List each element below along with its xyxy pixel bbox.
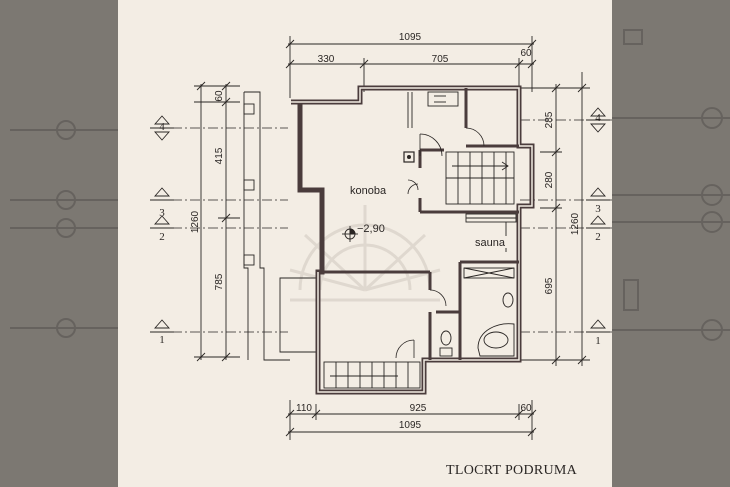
axis-label-2-right: 2	[595, 231, 601, 243]
drawing-sheet: 1095 330 705 60 110 925 60 1	[118, 0, 612, 487]
interior-walls	[322, 88, 519, 360]
room-label-konoba: konoba	[350, 185, 387, 197]
structural-column	[403, 151, 415, 163]
top-dimension-lines	[285, 36, 537, 98]
axis-label-4-left: 4	[159, 121, 165, 133]
left-dimension-lines	[194, 81, 240, 362]
door-swings	[395, 127, 485, 359]
bathroom-fixtures	[439, 267, 515, 357]
room-label-sauna: sauna	[475, 237, 506, 249]
staircase-upper	[445, 151, 515, 205]
paper-background	[118, 0, 612, 487]
right-dim-seg2: 280	[544, 171, 555, 188]
axis-label-1-right: 1	[595, 335, 601, 347]
level-marker	[342, 226, 358, 242]
bottom-dim-seg2: 925	[410, 403, 427, 414]
left-dim-seg2: 415	[214, 147, 225, 164]
right-dimension-lines	[520, 72, 590, 366]
axis-label-2-left: 2	[159, 231, 165, 243]
top-dim-seg1: 330	[318, 54, 335, 65]
left-dim-seg3: 785	[214, 273, 225, 290]
left-dim-seg1: 60	[214, 90, 225, 102]
left-dim-total: 1260	[190, 210, 201, 233]
axis-label-3-right: 3	[595, 203, 601, 215]
axis-label-1-left: 1	[159, 334, 165, 346]
column-center-dot	[407, 155, 411, 159]
bottom-dimension-lines	[285, 400, 537, 440]
top-dim-total: 1095	[399, 32, 422, 43]
bottom-dim-seg3: 60	[520, 403, 532, 414]
right-dim-seg3: 695	[544, 277, 555, 294]
staircase-lower	[323, 361, 421, 389]
bottom-dim-seg1: 110	[296, 403, 312, 414]
exterior-wall-hatching	[291, 87, 533, 393]
axis-label-3-left: 3	[159, 207, 165, 219]
sauna-label-background	[472, 236, 510, 248]
floor-plan-drawing: 1095 330 705 60 110 925 60 1	[118, 0, 612, 487]
axis-markers-left	[150, 115, 174, 333]
kitchen-counter	[407, 91, 459, 128]
top-dim-seg3: 60	[520, 48, 532, 59]
axis-label-4-right: 4	[595, 112, 601, 124]
right-dim-total: 1260	[570, 212, 581, 235]
left-blurred-backdrop	[0, 0, 118, 487]
bottom-dim-total: 1095	[399, 420, 422, 431]
axis-markers-right	[586, 107, 610, 333]
top-dim-seg2: 705	[432, 54, 449, 65]
right-blurred-backdrop	[612, 0, 730, 487]
right-dim-seg1: 285	[544, 111, 555, 128]
drawing-title: TLOCRT PODRUMA	[446, 463, 578, 478]
level-label: −2,90	[357, 223, 385, 235]
